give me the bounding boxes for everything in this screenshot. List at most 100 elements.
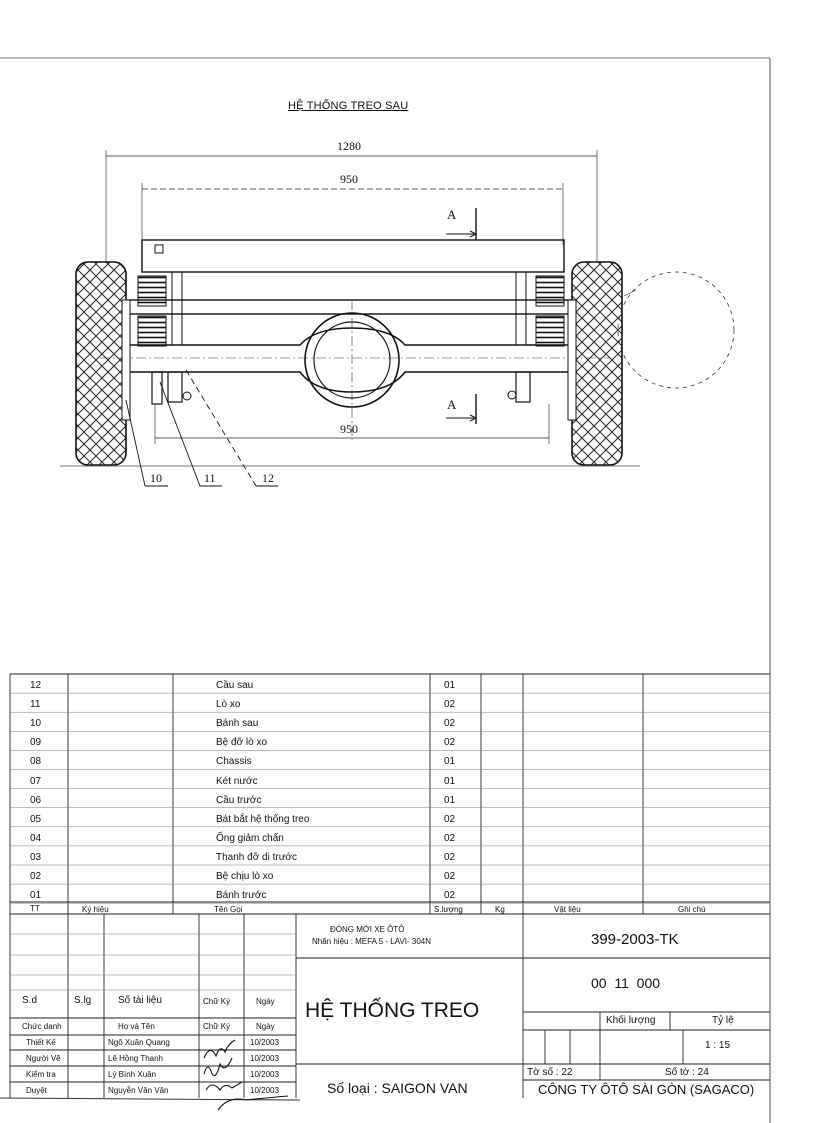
signatory-date: 10/2003 <box>250 1054 279 1063</box>
part-name: Bệ đỡ lò xo <box>216 737 268 749</box>
leader-label-11: 11 <box>204 471 216 485</box>
leader-label-12: 12 <box>262 471 274 485</box>
header-ky-hieu: Ký hiệu <box>82 905 109 914</box>
signatory-role: Kiểm tra <box>26 1070 56 1079</box>
parts-row: 08 Chassis 01 <box>0 750 770 769</box>
part-name: Cầu sau <box>216 680 254 691</box>
part-number: 11 <box>30 699 41 711</box>
section-mark-top: A <box>447 207 457 222</box>
part-quantity: 01 <box>444 756 456 768</box>
rev-header-so-tai-lieu: Số tài liệu <box>118 995 162 1006</box>
signatory-row: Kiểm tra Lý Bình Xuân 10/2003 <box>0 1069 300 1083</box>
part-number: 05 <box>30 813 42 825</box>
signature-marks <box>203 1039 289 1111</box>
part-number: 12 <box>30 680 42 691</box>
signatory-row: Thiết Kế Ngô Xuân Quang 10/2003 <box>0 1037 300 1051</box>
section-mark-bottom: A <box>447 397 457 412</box>
header-kg: Kg <box>495 905 505 914</box>
khoi-luong-label: Khối lượng <box>606 1015 656 1026</box>
part-name: Lò xo <box>216 699 241 711</box>
part-number: 03 <box>30 851 42 863</box>
part-quantity: 02 <box>444 699 456 711</box>
signatory-name: Lê Hồng Thanh <box>108 1054 164 1063</box>
signatory-name: Ngô Xuân Quang <box>108 1038 170 1047</box>
dimension-lower: 950 <box>340 422 358 436</box>
dimension-overall: 1280 <box>337 139 361 153</box>
header-tt: TT <box>30 904 40 913</box>
sign-header-ho-ten: Họ và Tên <box>118 1022 155 1031</box>
header-ten-goi: Tên Gọi <box>214 905 243 914</box>
leader-label-10: 10 <box>150 471 162 485</box>
drawing-code: 399-2003-TK <box>591 931 679 948</box>
part-quantity: 01 <box>444 775 456 787</box>
parts-row: 03 Thanh đỡ di trước 02 <box>0 846 770 865</box>
signatory-name: Nguyễn Văn Vân <box>108 1086 169 1095</box>
ty-le-value: 1 : 15 <box>705 1040 731 1051</box>
part-number: 02 <box>30 871 42 882</box>
rev-header-sd: S.d <box>22 995 38 1006</box>
parts-row: 09 Bệ đỡ lò xo 02 <box>0 731 770 750</box>
drawing-title: HỆ THỐNG TREO SAU <box>288 100 409 112</box>
parts-row: 02 Bệ chịu lò xo 02 <box>0 865 770 884</box>
part-quantity: 02 <box>444 832 456 844</box>
signatory-row: Người Vẽ Lê Hồng Thanh 10/2003 <box>0 1053 300 1067</box>
dimension-upper: 950 <box>340 172 358 186</box>
part-quantity: 02 <box>444 737 456 749</box>
part-quantity: 01 <box>444 680 456 691</box>
part-name: Bánh sau <box>216 718 259 730</box>
part-name: Ống giảm chấn <box>216 832 284 844</box>
part-name: Chassis <box>216 756 252 768</box>
parts-row: 01 Bánh trước 02 <box>0 884 770 903</box>
parts-row: 11 Lò xo 02 <box>0 693 770 712</box>
header-so-luong: S.lượng <box>434 905 463 914</box>
project-line-2: Nhãn hiệu : MEFA 5 - LAVI- 304N <box>312 937 432 946</box>
signatory-row: Duyệt Nguyễn Văn Vân 10/2003 <box>0 1085 300 1099</box>
rev-header-ngay: Ngày <box>256 997 275 1006</box>
ty-le-label: Tỷ lệ <box>712 1015 734 1026</box>
signatory-name: Lý Bình Xuân <box>108 1070 157 1079</box>
part-quantity: 02 <box>444 813 456 825</box>
part-quantity: 01 <box>444 794 456 806</box>
so-to: Số tờ : 24 <box>665 1067 709 1078</box>
part-number: 04 <box>30 832 42 844</box>
signatory-date: 10/2003 <box>250 1070 279 1079</box>
project-line-1: ĐÓNG MỚI XE ÔTÔ <box>330 925 405 934</box>
parts-row: 07 Két nước 01 <box>0 770 770 789</box>
part-name: Cầu trước <box>216 794 262 806</box>
sign-header-chuc-danh: Chức danh <box>22 1022 62 1031</box>
signatory-date: 10/2003 <box>250 1038 279 1047</box>
header-vat-lieu: Vật liệu <box>554 905 581 914</box>
part-quantity: 02 <box>444 851 456 863</box>
part-number: 01 <box>30 890 42 902</box>
part-name: Két nước <box>216 775 258 787</box>
part-number: 06 <box>30 794 42 806</box>
rev-header-chu-ky: Chữ Ký <box>203 997 231 1006</box>
drawing-name: HỆ THỐNG TREO <box>305 999 480 1022</box>
signatory-date: 10/2003 <box>250 1086 279 1095</box>
part-number: 07 <box>30 775 42 787</box>
parts-row: 04 Ống giảm chấn 02 <box>0 827 770 846</box>
header-ghi-chu: Ghi chú <box>678 905 706 914</box>
sheet-code: 00 11 000 <box>591 975 661 991</box>
part-name: Bát bắt hệ thống treo <box>216 813 310 825</box>
to-so: Tờ số : 22 <box>527 1067 573 1078</box>
so-loai: Số loại : SAIGON VAN <box>327 1080 468 1096</box>
signatory-role: Duyệt <box>26 1086 47 1095</box>
part-name: Thanh đỡ di trước <box>216 851 297 863</box>
part-number: 09 <box>30 737 42 749</box>
rev-header-slg: S.lg <box>74 995 92 1006</box>
parts-row: 12 Cầu sau 01 <box>0 674 770 693</box>
part-quantity: 02 <box>444 890 456 902</box>
parts-row: 06 Cầu trước 01 <box>0 789 770 808</box>
signatory-role: Thiết Kế <box>26 1038 56 1047</box>
signatory-role: Người Vẽ <box>26 1054 61 1063</box>
sign-header-ngay: Ngày <box>256 1022 275 1031</box>
part-name: Bánh trước <box>216 890 267 902</box>
sign-header-chu-ky: Chữ Ký <box>203 1022 231 1031</box>
part-quantity: 02 <box>444 871 456 882</box>
part-number: 08 <box>30 756 42 768</box>
part-number: 10 <box>30 718 42 730</box>
part-name: Bệ chịu lò xo <box>216 871 274 882</box>
part-quantity: 02 <box>444 718 456 730</box>
